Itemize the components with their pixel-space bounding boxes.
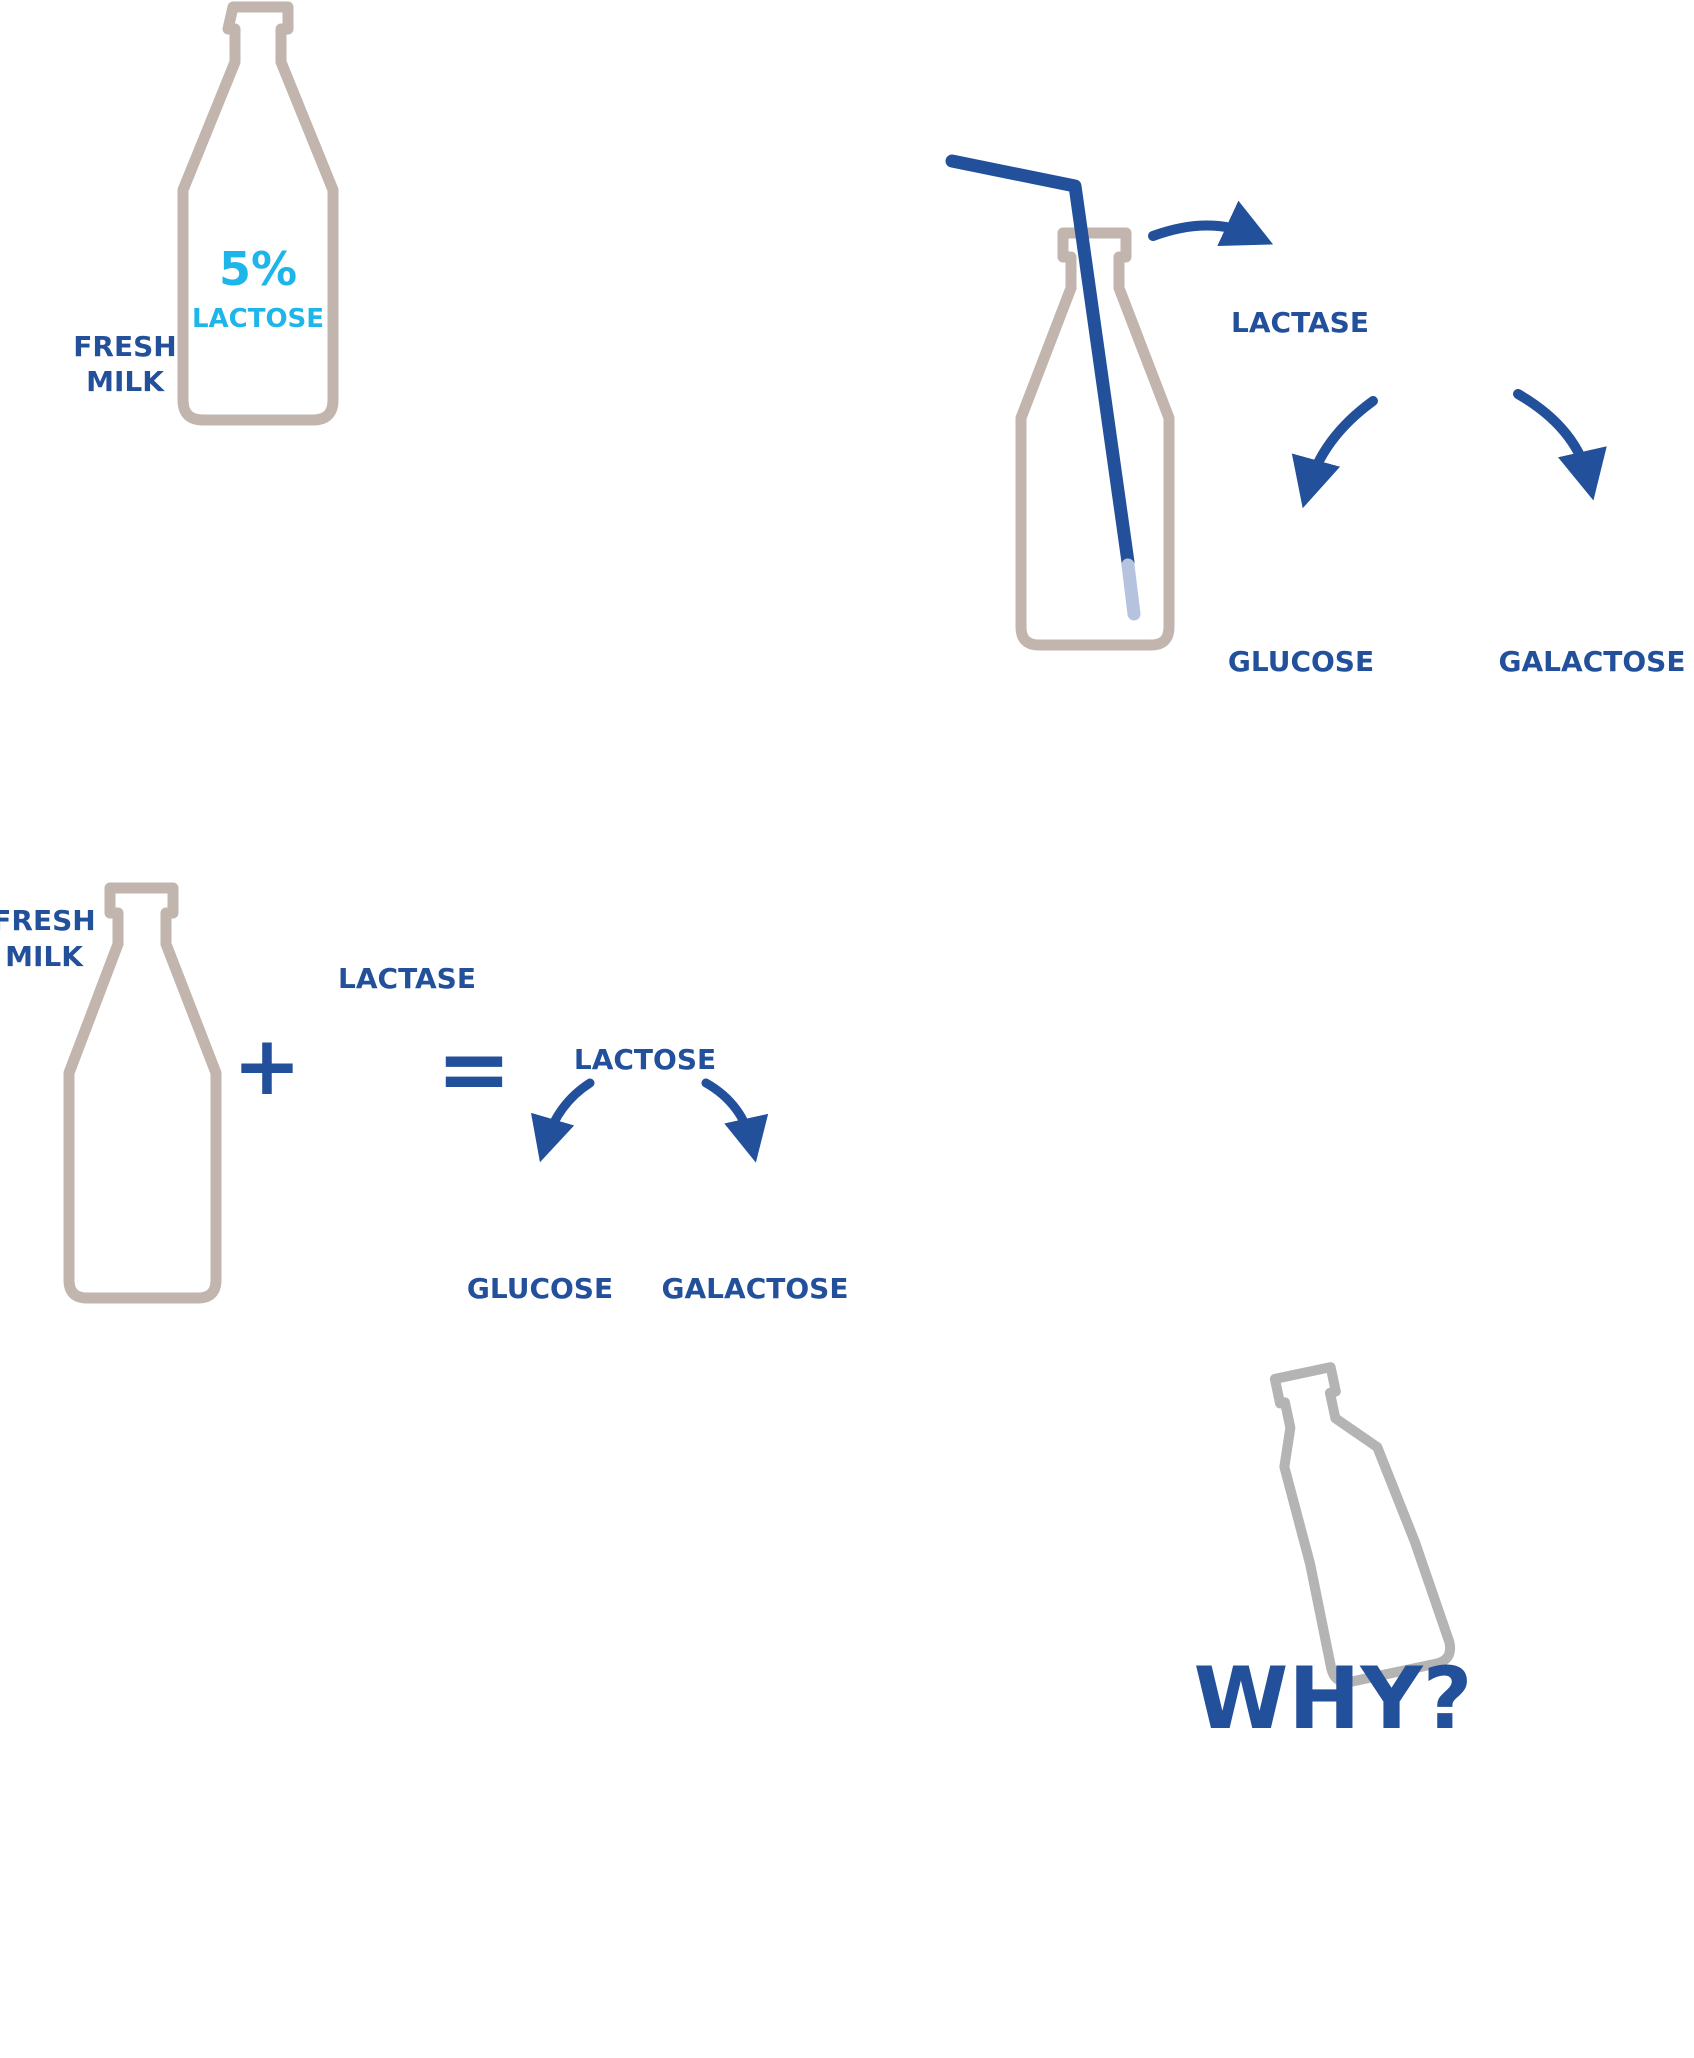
- percent-label: 5%: [219, 242, 297, 296]
- panel-equation: FRESH MILK + LACTASE = LACTOSE GLUCOSE G…: [0, 882, 849, 1305]
- why-label: WHY?: [1194, 1649, 1473, 1749]
- arrow-to-lactase-icon: [1148, 200, 1274, 246]
- milk-bottle-icon: [63, 882, 222, 1304]
- lactose-label: LACTOSE: [574, 1043, 716, 1076]
- straw-icon: [945, 154, 1135, 569]
- arrow-to-galactose-icon: [1513, 389, 1607, 501]
- tilted-bottle-icon: [1269, 1362, 1456, 1688]
- lactase-label: LACTASE: [338, 962, 476, 995]
- milk-label: MILK: [5, 940, 84, 973]
- bottle-icon: [1015, 227, 1175, 651]
- arrow-to-galactose-icon: [701, 1078, 769, 1163]
- arrow-to-glucose-icon: [1291, 396, 1378, 509]
- panel-fresh-milk: 5% LACTOSE FRESH MILK: [73, 1, 339, 426]
- milk-label: MILK: [86, 365, 165, 398]
- galactose-label: GALACTOSE: [1499, 645, 1686, 678]
- fresh-label: FRESH: [0, 904, 96, 937]
- galactose-label: GALACTOSE: [662, 1272, 849, 1305]
- plus-sign: +: [233, 1019, 302, 1114]
- panel-why: WHY?: [1194, 1362, 1473, 1749]
- straw-tip: [1121, 558, 1141, 621]
- milk-bottle-icon: [177, 1, 339, 426]
- fresh-label: FRESH: [73, 330, 176, 363]
- glucose-label: GLUCOSE: [467, 1272, 613, 1305]
- lactose-label: LACTOSE: [192, 304, 324, 334]
- glucose-label: GLUCOSE: [1228, 645, 1374, 678]
- lactase-label: LACTASE: [1231, 306, 1369, 339]
- arrow-to-glucose-icon: [530, 1078, 595, 1163]
- equals-sign: =: [436, 1017, 511, 1122]
- panel-lactase-straw: LACTASE GLUCOSE GALACTOSE: [945, 154, 1686, 678]
